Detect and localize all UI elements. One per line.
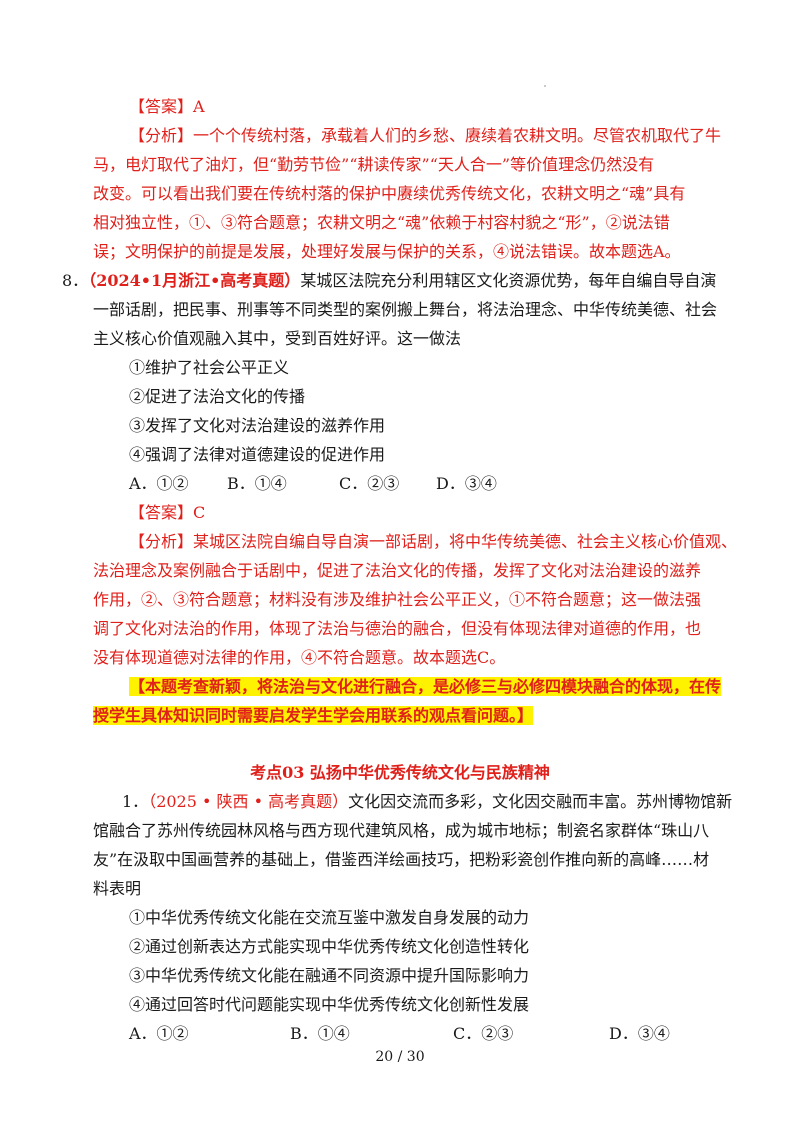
q8-analysis-line-5: 没有体现道德对法律的作用，④不符合题意。故本题选C。 <box>93 648 506 667</box>
q8-analysis-line-4: 调了文化对法治的作用，体现了法治与德治的融合，但没有体现法律对道德的作用，也 <box>93 619 702 638</box>
q8-analysis-line-3: 作用，②、③符合题意；材料没有涉及维护社会公平正义，①不符合题意；这一做法强 <box>93 590 702 609</box>
q7-analysis-line-5: 误；文明保护的前提是发展，处理好发展与保护的关系，④说法错误。故本题选A。 <box>93 242 681 261</box>
q8-stem-line-2: 一部话剧，把民事、刑事等不同类型的案例搬上舞台，将法治理念、中华传统美德、社会 <box>93 300 718 319</box>
q1-item-2: ②通过创新表达方式能实现中华优秀传统文化创造性转化 <box>129 937 530 956</box>
q1-stem-line-4: 料表明 <box>93 879 142 898</box>
q8-number: 8． <box>62 271 89 290</box>
highlight-text: 授学生具体知识同时需要启发学生学会用联系的观点看问题。】 <box>93 706 534 725</box>
q1-stem-first-line: 1．（2025 • 陕西 • 高考真题）文化因交流而多彩，文化因交融而丰富。苏州… <box>122 792 732 812</box>
q1-option-c[interactable]: C．②③ <box>453 1024 514 1043</box>
q8-item-1: ①维护了社会公平正义 <box>129 358 290 377</box>
section-title: 考点03 弘扬中华优秀传统文化与民族精神 <box>250 763 550 782</box>
q1-option-d[interactable]: D．③④ <box>609 1024 670 1043</box>
q1-stem-line-3: 友”在汲取中国画营养的基础上，借鉴西洋绘画技巧，把粉彩瓷创作推向新的高峰……材 <box>93 850 710 869</box>
q1-number: 1． <box>122 792 149 811</box>
q8-source: （2024•1月浙江•高考真题） <box>88 271 301 290</box>
q8-analysis-line-1: 【分析】某城区法院自编自导自演一部话剧，将中华传统美德、社会主义核心价值观、 <box>129 532 738 551</box>
q1-stem-first: 文化因交流而多彩，文化因交融而丰富。苏州博物馆新 <box>348 792 733 811</box>
q8-highlight-line-2: 授学生具体知识同时需要启发学生学会用联系的观点看问题。】 <box>93 706 534 726</box>
q7-answer: 【答案】A <box>129 97 205 116</box>
q8-stem-first: 某城区法院充分利用辖区文化资源优势，每年自编自导自演 <box>300 271 717 290</box>
q8-analysis-line-2: 法治理念及案例融合于话剧中，促进了法治文化的传播，发挥了文化对法治建设的滋养 <box>93 561 702 580</box>
q7-analysis-line-3: 改变。可以看出我们要在传统村落的保护中赓续优秀传统文化，农耕文明之“魂”具有 <box>93 184 686 203</box>
q7-analysis-line-4: 相对独立性，①、③符合题意；农耕文明之“魂”依赖于村容村貌之“形”，②说法错 <box>93 213 670 232</box>
q1-option-b[interactable]: B．①④ <box>290 1024 350 1043</box>
q1-item-4: ④通过回答时代问题能实现中华优秀传统文化创新性发展 <box>129 995 530 1014</box>
q1-source: （2025 • 陕西 • 高考真题） <box>148 792 349 811</box>
scan-dot <box>544 85 546 87</box>
q1-option-a[interactable]: A．①② <box>129 1024 189 1043</box>
q8-item-3: ③发挥了文化对法治建设的滋养作用 <box>129 416 386 435</box>
highlight-text: 【本题考查新颖，将法治与文化进行融合，是必修三与必修四模块融合的体现，在传 <box>129 677 722 696</box>
q1-item-1: ①中华优秀传统文化能在交流互鉴中激发自身发展的动力 <box>129 908 530 927</box>
q8-option-a[interactable]: A．①② <box>129 474 189 493</box>
q8-item-2: ②促进了法治文化的传播 <box>129 387 306 406</box>
q8-stem-first-line: 8．（2024•1月浙江•高考真题）某城区法院充分利用辖区文化资源优势，每年自编… <box>62 271 716 291</box>
q8-stem-line-3: 主义核心价值观融入其中，受到百姓好评。这一做法 <box>93 329 462 348</box>
q8-option-b[interactable]: B．①④ <box>227 474 287 493</box>
q7-analysis-line-1: 【分析】一个个传统村落，承载着人们的乡愁、赓续着农耕文明。尽管农机取代了牛 <box>129 126 722 145</box>
q1-item-3: ③中华优秀传统文化能在融通不同资源中提升国际影响力 <box>129 966 530 985</box>
q8-answer: 【答案】C <box>129 503 206 522</box>
q8-option-d[interactable]: D．③④ <box>436 474 497 493</box>
page-number: 20 / 30 <box>375 1049 425 1065</box>
q1-stem-line-2: 馆融合了苏州传统园林风格与西方现代建筑风格，成为城市地标；制瓷名家群体“珠山八 <box>93 821 710 840</box>
q8-item-4: ④强调了法律对道德建设的促进作用 <box>129 445 386 464</box>
q8-option-c[interactable]: C．②③ <box>339 474 400 493</box>
q7-analysis-line-2: 马，电灯取代了油灯，但“勤劳节俭”“耕读传家”“天人合一”等价值理念仍然没有 <box>93 155 655 174</box>
q8-highlight-line-1: 【本题考查新颖，将法治与文化进行融合，是必修三与必修四模块融合的体现，在传 <box>129 677 722 697</box>
